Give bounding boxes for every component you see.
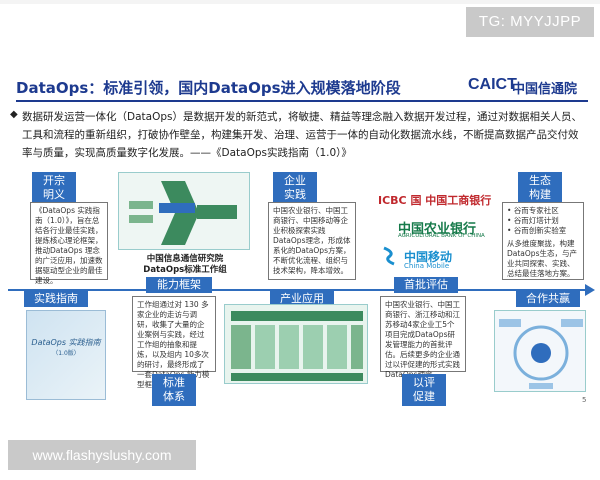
china-mobile-icon: [380, 246, 398, 266]
logo-caict-cn: 中国信通院: [512, 82, 578, 97]
shengtai-bullet-1: • 谷而专家社区: [507, 206, 559, 215]
book-title: DataOps 实践指南: [31, 338, 101, 347]
stage-qiye-label: 企业 实践: [273, 172, 317, 204]
abc-logo-en: AGRICULTURAL BANK OF CHINA: [398, 233, 485, 239]
stage-shengtai-label: 生态 构建: [518, 172, 562, 204]
stage-hezuo-label: 合作共赢: [516, 291, 580, 307]
stage-shijian-label: 实践指南: [24, 291, 88, 307]
book-subtitle: （1.0版）: [52, 350, 80, 357]
book-cover: DataOps 实践指南 （1.0版）: [26, 310, 106, 400]
shengtai-text: 从多维度聚拢，构建DataOps生态，与产业共同探索、实践、总结最佳落地方案。: [507, 239, 577, 278]
stage-biaozhun-label: 标准 体系: [152, 374, 196, 406]
stage-yiping-label: 以评 促建: [402, 374, 446, 406]
page-number: 5: [582, 396, 587, 404]
stage-chanye-label: 产业应用: [270, 291, 334, 307]
stage-shoupi-text: 中国农业银行、中国工商银行、浙江移动和江苏移动4家企业工5个项目完成DataOp…: [380, 296, 466, 379]
logo-caict: CAICT: [468, 76, 517, 93]
stage-shoupi-label: 首批评估: [394, 277, 458, 293]
abc-logo: 中国农业银行: [398, 222, 477, 237]
watermark-bottom: www.flashyslushy.com: [8, 440, 196, 470]
stage-kaizong-label: 开宗 明义: [32, 172, 76, 204]
timeline: [8, 289, 592, 291]
timeline-arrow-icon: [585, 284, 595, 296]
cmcc-logo-en: China Mobile: [404, 262, 450, 270]
ecosystem-cycle-diagram: [499, 319, 583, 389]
dataops-cycle-diagram: [129, 181, 237, 245]
org-caption-line1: 中国信息通信研究院: [146, 254, 224, 264]
capability-matrix-diagram: [224, 304, 368, 384]
stage-nengli-label: 能力框架: [146, 277, 212, 293]
shengtai-bullet-2: • 谷而灯塔计划: [507, 216, 559, 225]
page-title: DataOps：标准引领，国内DataOps进入规模落地阶段: [16, 79, 401, 97]
stage-nengli-text: 工作组通过对 130 多家企业的走访与调研，收集了大量的企业案例与实践，经过工作…: [132, 296, 216, 389]
diamond-bullet-icon: ◆: [10, 109, 18, 120]
stage-kaizong-text: 《DataOps 实践指南（1.0）》，旨在总结各行业最佳实践，提炼核心理论框架…: [30, 202, 108, 285]
title-divider: [16, 100, 588, 102]
org-caption-line2: DataOps标准工作组: [143, 265, 227, 275]
shengtai-bullet-3: • 谷而创新实验室: [507, 226, 567, 235]
stage-qiye-text: 中国农业银行、中国工商银行、中国移动等企业积极探索实践DataOps理念，形成体…: [268, 202, 356, 280]
dataops-diagram: [118, 172, 250, 250]
capability-grid-diagram: [231, 311, 363, 381]
ecosystem-diagram: [494, 310, 586, 392]
watermark-top: TG: MYYJJPP: [466, 7, 594, 37]
stage-shengtai-box: • 谷而专家社区 • 谷而灯塔计划 • 谷而创新实验室 从多维度聚拢，构建Dat…: [502, 202, 584, 280]
icbc-logo: ICBC 国 中国工商银行: [378, 194, 492, 207]
cmcc-logo: 中国移动: [404, 250, 453, 264]
intro-text: 数据研发运营一体化（DataOps）是数据开发的新范式，将敏捷、精益等理念融入数…: [22, 111, 582, 159]
top-strip: [0, 0, 600, 4]
org-caption: 中国信息通信研究院 DataOps标准工作组: [126, 254, 244, 276]
